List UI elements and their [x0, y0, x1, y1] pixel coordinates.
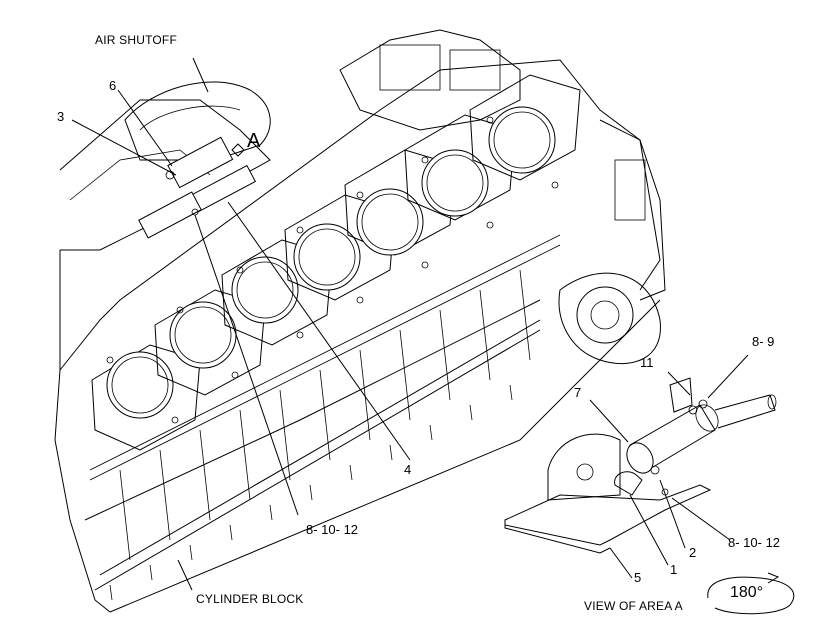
cylinder-block-label: CYLINDER BLOCK	[196, 592, 304, 606]
callout-8-9: 8- 9	[752, 334, 775, 349]
cylinder-bores	[91, 74, 581, 451]
callout-4: 4	[404, 462, 412, 477]
air-shutoff-label: AIR SHUTOFF	[95, 33, 177, 47]
callout-5: 5	[634, 570, 642, 585]
view-of-area-label: VIEW OF AREA A	[584, 599, 683, 613]
callout-8-10-12-detail: 8- 10- 12	[728, 535, 781, 550]
rotation-label: 180°	[730, 584, 764, 601]
rotation-arrow	[707, 572, 795, 615]
callout-3: 3	[57, 109, 65, 124]
cylinder-block-drawing	[54, 29, 666, 613]
callout-6: 6	[109, 78, 117, 93]
callout-7: 7	[574, 385, 582, 400]
callout-1: 1	[670, 562, 678, 577]
detail-view-a-drawing	[504, 377, 777, 554]
leader-lines	[71, 57, 749, 591]
callout-2: 2	[689, 545, 697, 560]
area-a-marker: A	[247, 130, 261, 152]
callout-8-10-12-main: 8- 10- 12	[306, 522, 359, 537]
air-shutoff-housing	[124, 81, 271, 239]
callout-11: 11	[640, 355, 654, 370]
